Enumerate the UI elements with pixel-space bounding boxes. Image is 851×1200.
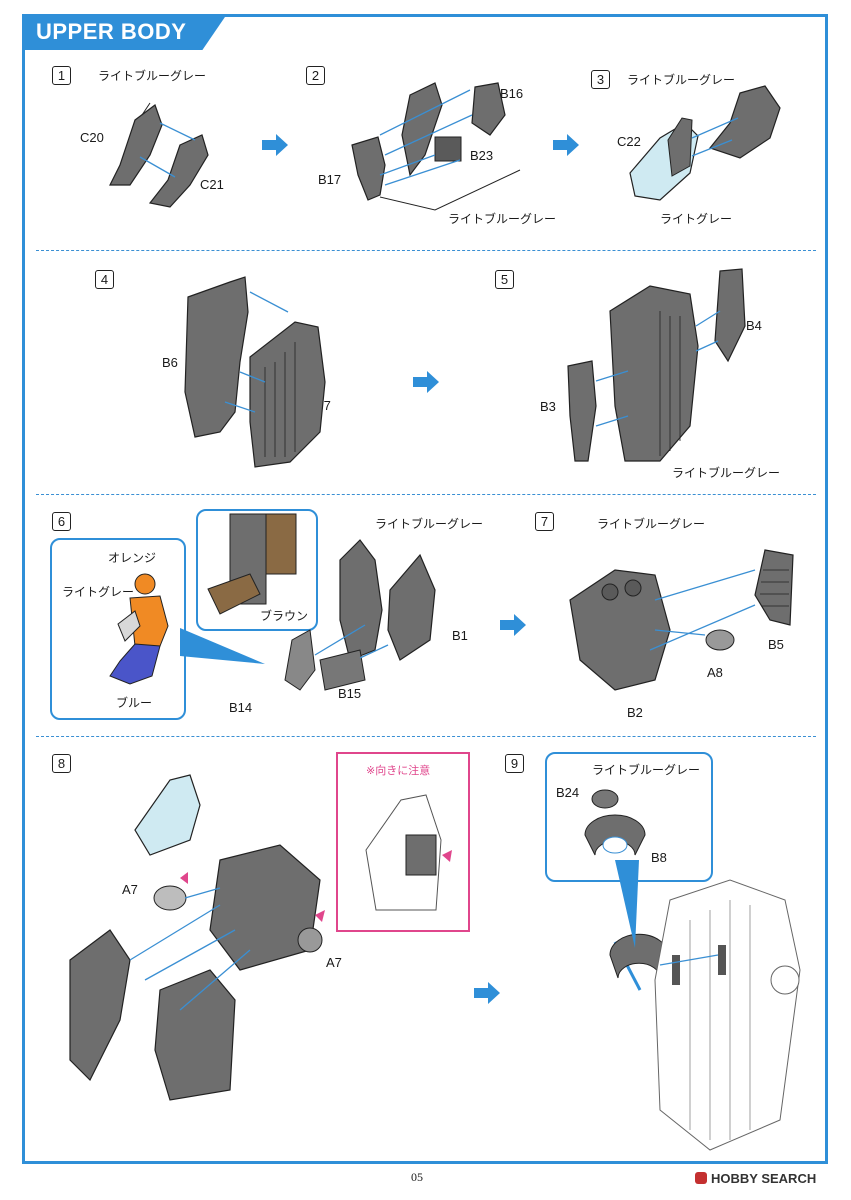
part-label-b1: B1 [452,628,468,643]
step-2-part-drawing [351,82,521,211]
part-label-b14: B14 [229,700,253,715]
part-label-b5: B5 [768,637,784,652]
pilot-color-label-blue: ブルー [116,696,153,710]
cockpit-color-label-brown: ブラウン [260,609,309,623]
step-1-number: 1 [52,66,71,85]
step-9-callout-drawing [584,789,646,856]
step-7-color-label: ライトブルーグレー [597,517,706,531]
part-label-b17: B17 [318,172,342,187]
orientation-caution-text: ※向きに注意 [366,764,431,777]
step-1-part-drawing [109,102,209,208]
step-5-color-label: ライトブルーグレー [672,466,781,480]
step-6-number: 6 [52,512,71,531]
part-label-a8: A8 [707,665,723,680]
part-label-b4: B4 [746,318,762,333]
cockpit-detail-drawing [207,513,297,615]
step-6-part-drawing [284,539,436,691]
step-2-number: 2 [306,66,325,85]
step-arrow-icon [474,982,500,1004]
page-number: 05 [411,1170,423,1184]
part-label-c21: C21 [200,177,224,192]
part-label-c20: C20 [80,130,104,145]
part-label-b2: B2 [627,705,643,720]
part-label-b3: B3 [540,399,556,414]
step-8-part-drawing [69,774,325,1101]
step-9-number: 9 [505,754,524,773]
part-label-c22: C22 [617,134,641,149]
step-7-number: 7 [535,512,554,531]
step-5-number: 5 [495,270,514,289]
part-label-b15: B15 [338,686,362,701]
section-title-tab [22,14,227,50]
step-9-part-drawing [609,879,801,1151]
part-label-b24: B24 [556,785,580,800]
step-3-color-label-2: ライトグレー [660,212,733,226]
step-8-number: 8 [52,754,71,773]
page-frame [22,14,828,1164]
part-label-b8: B8 [651,850,667,865]
pilot-color-label-lightgray: ライトグレー [62,585,135,599]
pilot-figure-icon [109,573,169,685]
row-divider [36,494,816,495]
callout-pointer [615,860,639,948]
callout-pointer [180,628,265,664]
part-label-b6: B6 [162,355,178,370]
step-9-color-label: ライトブルーグレー [592,763,701,777]
row-divider [36,250,816,251]
logo-icon [695,1172,707,1184]
step-1-color-label: ライトブルーグレー [98,69,207,83]
watermark-logo: HOBBY SEARCH [695,1171,816,1186]
section-title: UPPER BODY [36,19,187,44]
step-5-part-drawing [567,268,746,462]
part-label-a7-right: A7 [326,955,342,970]
step-3-part-drawing [629,85,781,201]
step-7-part-drawing [569,549,794,691]
step-3-number: 3 [591,70,610,89]
step-4-number: 4 [95,270,114,289]
step-6-color-label: ライトブルーグレー [375,517,484,531]
pilot-color-label-orange: オレンジ [108,551,157,565]
part-label-b16: B16 [500,86,524,101]
step-arrow-icon [262,134,288,156]
step-arrow-icon [553,134,579,156]
step-arrow-icon [413,371,439,393]
step-2-color-label: ライトブルーグレー [448,212,557,226]
step-arrow-icon [500,614,526,636]
part-label-a7-left: A7 [122,882,138,897]
row-divider [36,736,816,737]
orientation-detail-drawing [365,794,452,911]
logo-text: HOBBY SEARCH [711,1171,817,1186]
step-3-color-label: ライトブルーグレー [627,73,736,87]
step-4-part-drawing [184,276,326,468]
part-label-b23: B23 [470,148,494,163]
